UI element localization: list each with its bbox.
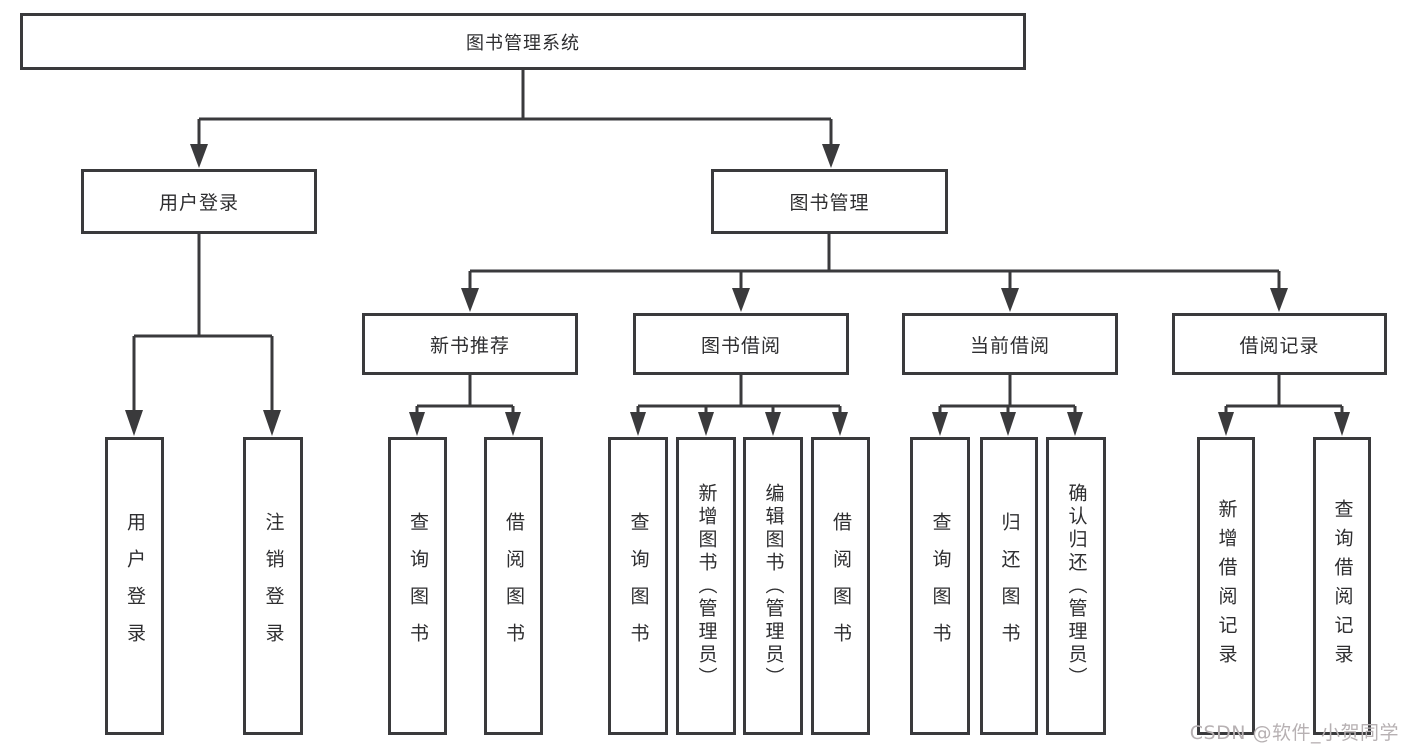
node-label: 用户登录: [124, 512, 146, 660]
node-label: 查询图书: [627, 512, 650, 660]
node-label: 当前借阅: [969, 334, 1050, 357]
leaf-query-books-current: 查询图书: [910, 437, 970, 735]
node-label: 图书管理: [789, 192, 870, 214]
node-label: 借阅记录: [1239, 334, 1320, 357]
node-label: 图书借阅: [700, 334, 781, 357]
node-label: 确认归还（管理员）: [1065, 482, 1088, 690]
node-label: 查询图书: [929, 512, 952, 660]
node-current-borrow: 当前借阅: [902, 313, 1118, 375]
node-new-book-recommend: 新书推荐: [362, 313, 578, 375]
leaf-query-borrow-record: 查询借阅记录: [1313, 437, 1371, 735]
leaf-query-books-recommend: 查询图书: [388, 437, 447, 735]
node-label: 编辑图书（管理员）: [762, 482, 785, 690]
node-label: 新增图书（管理员）: [695, 482, 718, 690]
node-label: 借阅图书: [830, 512, 852, 660]
leaf-return-book: 归还图书: [980, 437, 1038, 735]
csdn-watermark: CSDN @软件_小贺同学: [1189, 722, 1399, 744]
node-book-borrow: 图书借阅: [633, 313, 849, 375]
leaf-query-books-borrow: 查询图书: [608, 437, 668, 735]
node-user-login: 用户登录: [81, 169, 317, 234]
node-book-management: 图书管理: [711, 169, 948, 234]
node-label: 查询借阅记录: [1331, 499, 1354, 673]
leaf-user-login: 用户登录: [105, 437, 164, 735]
leaf-edit-book-admin: 编辑图书（管理员）: [743, 437, 803, 735]
leaf-borrow-books-recommend: 借阅图书: [484, 437, 543, 735]
leaf-add-book-admin: 新增图书（管理员）: [676, 437, 736, 735]
node-label: 归还图书: [998, 512, 1021, 660]
node-root: 图书管理系统: [20, 13, 1026, 70]
node-label: 新书推荐: [429, 334, 510, 357]
node-borrow-records: 借阅记录: [1172, 313, 1387, 375]
node-label: 注销登录: [262, 512, 285, 660]
leaf-logout: 注销登录: [243, 437, 303, 735]
node-label: 借阅图书: [503, 512, 525, 660]
node-label: 用户登录: [158, 192, 239, 214]
leaf-add-borrow-record: 新增借阅记录: [1197, 437, 1255, 735]
node-label: 新增借阅记录: [1215, 499, 1238, 673]
leaf-borrow-books: 借阅图书: [811, 437, 870, 735]
node-label: 图书管理系统: [466, 32, 580, 54]
leaf-confirm-return-admin: 确认归还（管理员）: [1046, 437, 1106, 735]
node-label: 查询图书: [407, 512, 429, 660]
